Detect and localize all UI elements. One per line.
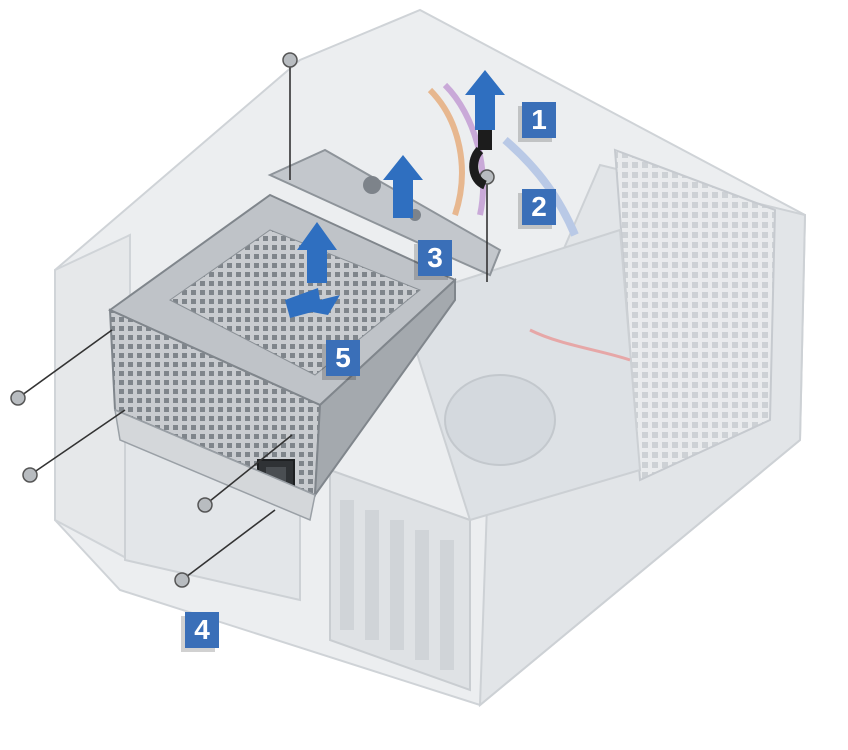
expansion-slots bbox=[329, 468, 471, 692]
screw-icon bbox=[22, 467, 38, 483]
cable-connector bbox=[469, 130, 492, 190]
up-arrow-icon bbox=[297, 222, 337, 283]
screws bbox=[10, 52, 495, 588]
step-2-callout: 2 bbox=[522, 189, 556, 225]
screw-icon bbox=[197, 497, 213, 513]
up-arrow-icon bbox=[383, 155, 423, 218]
step-5-callout: 5 bbox=[326, 340, 360, 376]
up-arrow-icon bbox=[465, 70, 505, 130]
arrows bbox=[285, 70, 505, 318]
step-3-callout: 3 bbox=[418, 240, 452, 276]
step-4-callout: 4 bbox=[185, 612, 219, 648]
slide-arrow-icon bbox=[285, 288, 340, 318]
screw-icon bbox=[10, 390, 26, 406]
step-1-callout: 1 bbox=[522, 102, 556, 138]
screw-icon bbox=[282, 52, 298, 68]
screw-icon bbox=[174, 572, 190, 588]
